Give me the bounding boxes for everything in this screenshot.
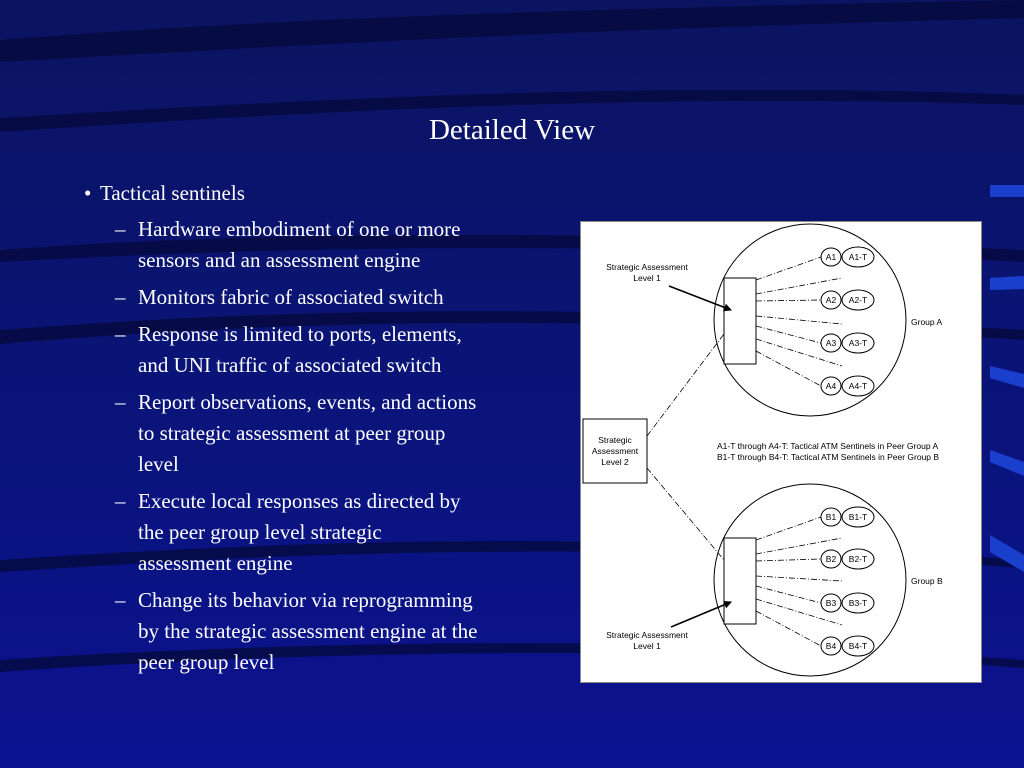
node-b3: B3 [826,598,837,608]
node-b3-t: B3-T [849,598,867,608]
legend-line-a: A1-T through A4-T: Tactical ATM Sentinel… [717,441,938,451]
diagram-canvas: A1 A1-T A2 A2-T A3 A3-T A4 A4-T Group A … [582,223,943,677]
bullet-dot: • [84,181,92,205]
group-b-links [755,516,843,647]
sub-item-line: by the strategic assessment engine at th… [138,619,478,643]
sub-item-line: Hardware embodiment of one or more [138,217,461,241]
node-b4-t: B4-T [849,641,867,651]
group-b-label: Group B [911,576,943,586]
node-a4-t: A4-T [849,381,867,391]
sub-item-monitors: –Monitors fabric of associated switch [115,285,444,309]
sub-item-line: level [138,452,179,476]
sub-item-line: to strategic assessment at peer group [138,421,446,445]
sub-item-line: sensors and an assessment engine [138,248,421,272]
bullet-tactical-sentinels: • Tactical sentinels [84,178,564,209]
node-a2-t: A2-T [849,295,867,305]
node-a3-t: A3-T [849,338,867,348]
group-a-label: Group A [911,317,943,327]
sentinel-diagram: A1 A1-T A2 A2-T A3 A3-T A4 A4-T Group A … [580,221,982,683]
group-a-level1-arrow [668,285,732,312]
group-b-circle [713,483,907,677]
sub-item-line: and UNI traffic of associated switch [138,353,442,377]
bullet-list: • Tactical sentinels –Hardware embodimen… [84,178,564,684]
sub-item-line: Change its behavior via reprogramming [138,588,473,612]
node-b4: B4 [826,641,837,651]
legend-line-b: B1-T through B4-T: Tactical ATM Sentinel… [717,452,939,462]
group-a-circle [713,223,907,417]
node-a4: A4 [826,381,837,391]
level2-label-line3: Level 2 [601,457,629,467]
node-a1: A1 [826,252,837,262]
group-b-level1-box [723,537,757,625]
node-b2-t: B2-T [849,554,867,564]
node-b1: B1 [826,512,837,522]
group-b-nodes: B1 B1-T B2 B2-T B3 B3-T B4 B4-T [820,506,875,657]
level2-links [646,333,725,561]
group-b-level1-arrow [670,601,732,628]
sub-item-line: assessment engine [138,551,293,575]
node-a3: A3 [826,338,837,348]
group-b-level1-label-line2: Level 1 [633,641,661,651]
group-a-level1-label-line2: Level 1 [633,273,661,283]
level2-box [582,418,648,484]
sub-item-line: Execute local responses as directed by [138,489,461,513]
sub-item-report: –Report observations, events, and action… [115,390,477,476]
group-a-links [755,256,843,387]
level2-label-line1: Strategic [598,435,632,445]
group-a-level1-label-line1: Strategic Assessment [606,262,688,272]
node-a1-t: A1-T [849,252,867,262]
group-b-level1-label-line1: Strategic Assessment [606,630,688,640]
level2-label-line2: Assessment [592,446,639,456]
sub-item-line: Response is limited to ports, elements, [138,322,462,346]
node-a2: A2 [826,295,837,305]
sub-item-line: peer group level [138,650,275,674]
group-a-nodes: A1 A1-T A2 A2-T A3 A3-T A4 A4-T [820,246,875,397]
slide-title: Detailed View [428,114,596,146]
node-b1-t: B1-T [849,512,867,522]
node-b2: B2 [826,554,837,564]
bullet-text: Tactical sentinels [100,181,245,205]
sub-item-response: –Response is limited to ports, elements,… [115,322,462,377]
sub-item-line: Report observations, events, and actions [138,390,477,414]
group-a-level1-box [723,277,757,365]
sub-item-line: Monitors fabric of associated switch [138,285,444,309]
sub-item-line: the peer group level strategic [138,520,382,544]
